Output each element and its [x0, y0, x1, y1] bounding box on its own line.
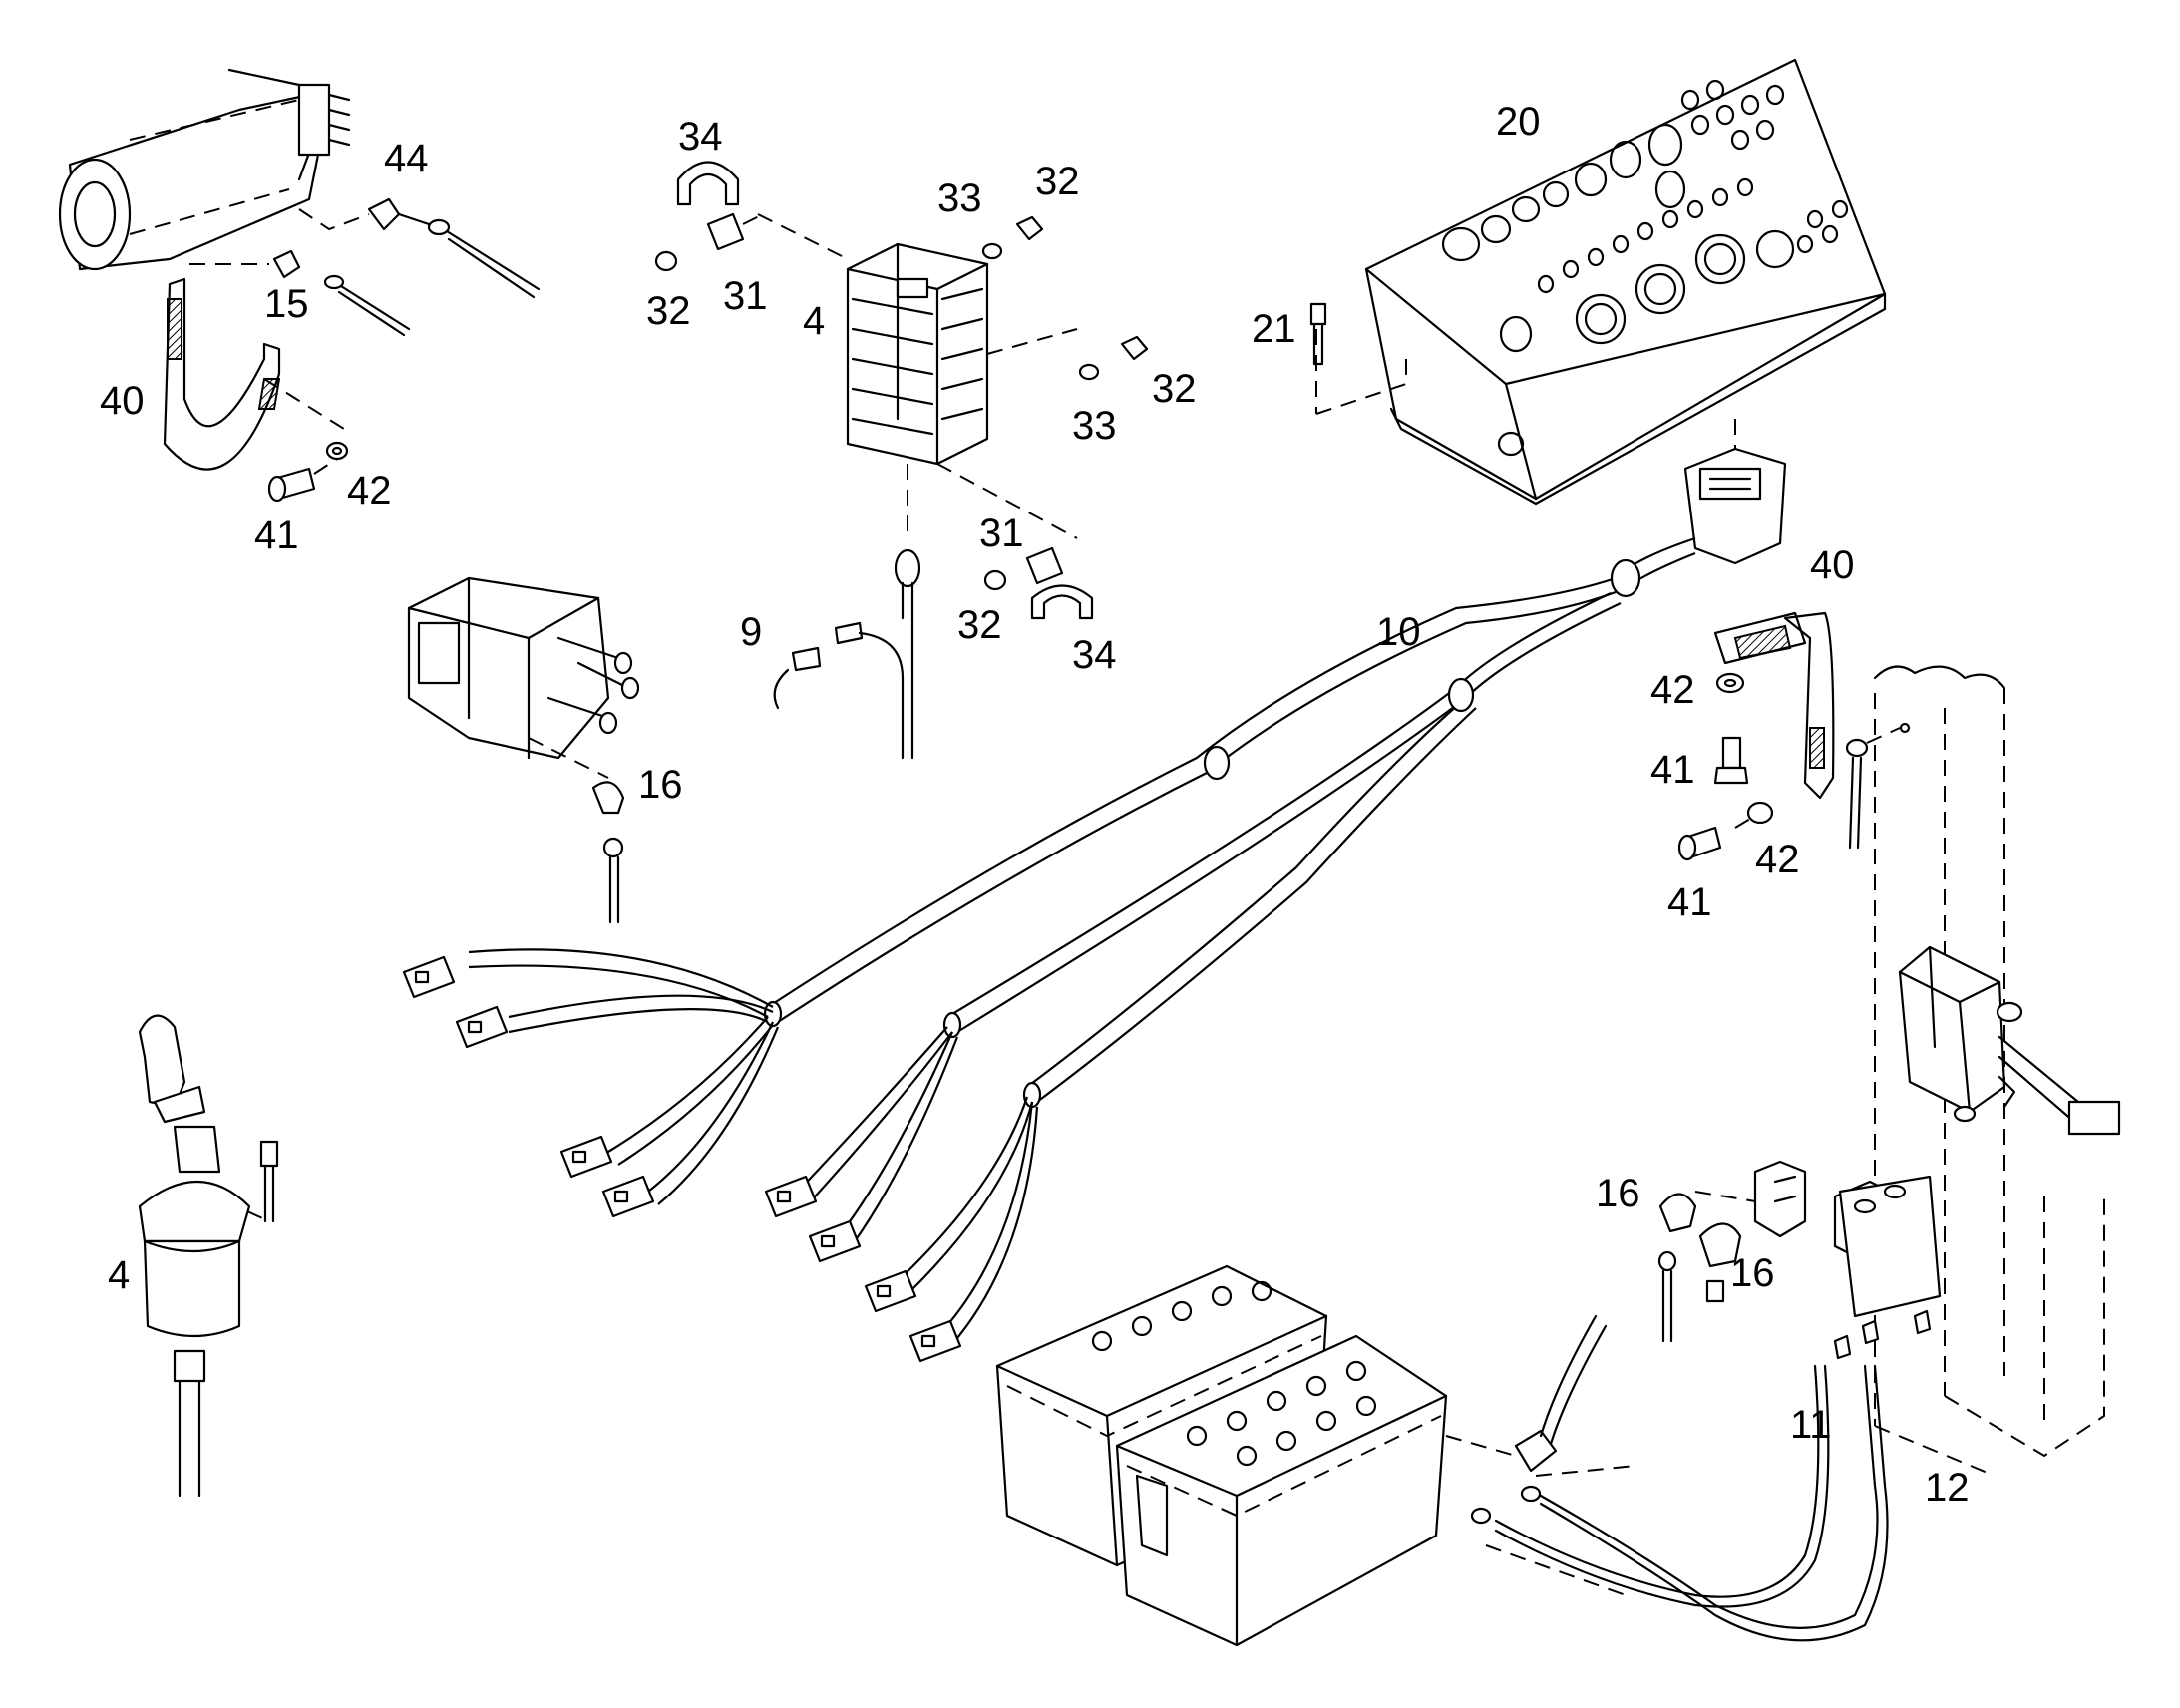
connector-cap-16-right-b [1698, 1222, 1742, 1303]
label-31: 31 [723, 274, 768, 318]
label-21: 21 [1252, 307, 1296, 351]
plug-6 [808, 1219, 862, 1263]
isolator-31-top [654, 212, 764, 272]
plug-1 [402, 955, 456, 999]
solenoid-valve-block [407, 576, 640, 779]
label-34: 34 [678, 115, 723, 159]
label-32: 32 [1035, 160, 1080, 203]
plug-2 [455, 1005, 509, 1049]
wiring-harness-10 [402, 536, 1696, 1363]
label-42: 42 [1755, 838, 1800, 881]
label-40: 40 [100, 379, 145, 423]
label-41: 41 [254, 513, 299, 557]
washer-42-right-lower [1734, 801, 1774, 829]
label-40: 40 [1810, 543, 1855, 587]
plug-5 [764, 1175, 818, 1218]
plug-7 [864, 1269, 917, 1313]
dashboard-panel [1315, 58, 1887, 506]
connector-9 [773, 548, 921, 760]
label-10: 10 [1376, 610, 1421, 654]
bolt-41-left [267, 467, 316, 503]
label-11: 11 [1790, 1403, 1832, 1447]
label-20: 20 [1496, 100, 1541, 144]
elbow-connector-44 [298, 197, 541, 299]
connector-cap-16-upper [591, 781, 625, 924]
label-34: 34 [1072, 633, 1117, 677]
label-15: 15 [264, 282, 309, 326]
relay-box [1898, 945, 2121, 1136]
bolt-41-right-upper [1713, 736, 1749, 785]
plug-4 [601, 1175, 655, 1218]
label-16: 16 [1730, 1251, 1775, 1295]
label-12: 12 [1925, 1466, 1970, 1510]
label-33: 33 [937, 176, 982, 220]
callout-labels: 44 15 40 42 41 34 32 31 4 33 32 33 32 31… [100, 100, 1970, 1510]
strap-40-left [163, 277, 345, 471]
drive-motor [58, 68, 351, 271]
connector-cap-16-right-a [1657, 1193, 1697, 1343]
label-32: 32 [646, 289, 691, 333]
label-16: 16 [638, 763, 683, 807]
label-41: 41 [1650, 748, 1695, 792]
battery-front [1091, 1280, 1448, 1647]
label-32: 32 [957, 603, 1002, 647]
washer-42-left [313, 441, 349, 475]
plug-3 [559, 1135, 613, 1179]
screw-21 [1309, 302, 1327, 366]
strap-40-right [1713, 611, 1835, 800]
bolt-41-right-lower [1677, 826, 1722, 861]
label-32: 32 [1152, 367, 1197, 411]
nut-32-washer-33 [981, 215, 1149, 381]
battery-cables [1445, 1314, 1889, 1642]
ground-terminal-right [1845, 722, 1911, 850]
harness-connector-plug [1683, 419, 1787, 565]
label-31: 31 [979, 512, 1024, 555]
label-9: 9 [740, 610, 762, 654]
label-16: 16 [1596, 1172, 1640, 1215]
elbow-connector-15 [189, 249, 411, 337]
plug-8 [908, 1319, 962, 1363]
label-4: 4 [108, 1253, 130, 1297]
clamp-34-top [676, 161, 740, 206]
control-module [757, 213, 1078, 539]
isolator-31-bottom [983, 546, 1094, 620]
label-42: 42 [347, 469, 392, 512]
label-4: 4 [803, 299, 825, 343]
label-41: 41 [1667, 880, 1712, 924]
label-44: 44 [384, 137, 429, 180]
relay-small [1694, 1160, 1942, 1360]
label-42: 42 [1650, 668, 1695, 712]
label-33: 33 [1072, 404, 1117, 448]
washer-42-right-upper [1715, 672, 1745, 694]
joystick [138, 1014, 279, 1498]
